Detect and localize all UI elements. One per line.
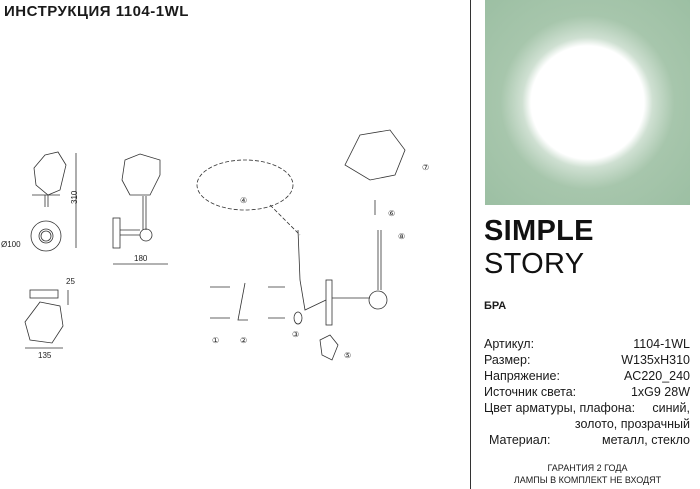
dim-width: 135 [38,351,52,360]
brand-bold: SIMPLE [484,215,594,247]
spec-row: Материал: металл, стекло [484,432,690,448]
product-glow-image [485,0,690,205]
product-type: БРА [484,300,507,312]
spec-label: Цвет арматуры, плафона: [484,401,636,415]
spec-label: Артикул: [484,337,535,351]
assembly-view [210,129,406,361]
spec-value: 1xG9 28W [630,385,690,399]
step-5: ⑤ [344,351,351,360]
detail-bubble [196,159,294,211]
spec-label: Источник света: [484,385,577,399]
dim-base: 25 [66,277,75,286]
spec-label: Материал: [489,433,551,447]
spec-row: Цвет арматуры, плафона: синий, [484,400,690,416]
dim-height: 310 [70,190,79,204]
divider [470,0,471,489]
step-3: ③ [292,330,299,339]
lamps-note: ЛАМПЫ В КОМПЛЕКТ НЕ ВХОДЯТ [513,475,662,485]
top-view [24,289,69,349]
spec-row: Напряжение: AC220_240 [484,368,690,384]
footer-note: ГАРАНТИЯ 2 ГОДА ЛАМПЫ В КОМПЛЕКТ НЕ ВХОД… [485,462,690,486]
step-2: ② [240,336,247,345]
step-7: ⑦ [422,163,429,172]
step-6: ⑥ [388,209,395,218]
brand-logo: SIMPLE STORY [484,215,700,281]
side-view [112,153,168,265]
spec-row: Размер: W135xH310 [484,352,690,368]
brand-light: STORY [484,248,585,280]
spec-value: золото, прозрачный [574,417,690,431]
spec-value: синий, [652,401,690,415]
step-4: ④ [240,196,247,205]
spec-row-continued: золото, прозрачный [484,416,690,432]
spec-value: AC220_240 [623,369,690,383]
page-title: ИНСТРУКЦИЯ 1104-1WL [4,3,189,20]
spec-label: Напряжение: [484,369,560,383]
specs-table: Артикул: 1104-1WL Размер: W135xH310 Напряж… [484,336,690,448]
spec-row: Источник света: 1xG9 28W [484,384,690,400]
front-view [30,151,77,252]
step-8: ⑧ [398,232,405,241]
assembly-drawing: 310 Ø100 180 25 135 ① ② ③ ④ ⑤ ⑥ [1,129,429,361]
dim-depth: 180 [134,254,148,263]
step-1: ① [212,336,219,345]
spec-label: Размер: [484,353,531,367]
spec-value: 1104-1WL [633,337,690,351]
spec-value: металл, стекло [602,433,690,447]
spec-value: W135xH310 [621,353,690,367]
warranty-text: ГАРАНТИЯ 2 ГОДА [547,463,628,473]
spec-row: Артикул: 1104-1WL [484,336,690,352]
dim-diameter: Ø100 [1,240,21,249]
